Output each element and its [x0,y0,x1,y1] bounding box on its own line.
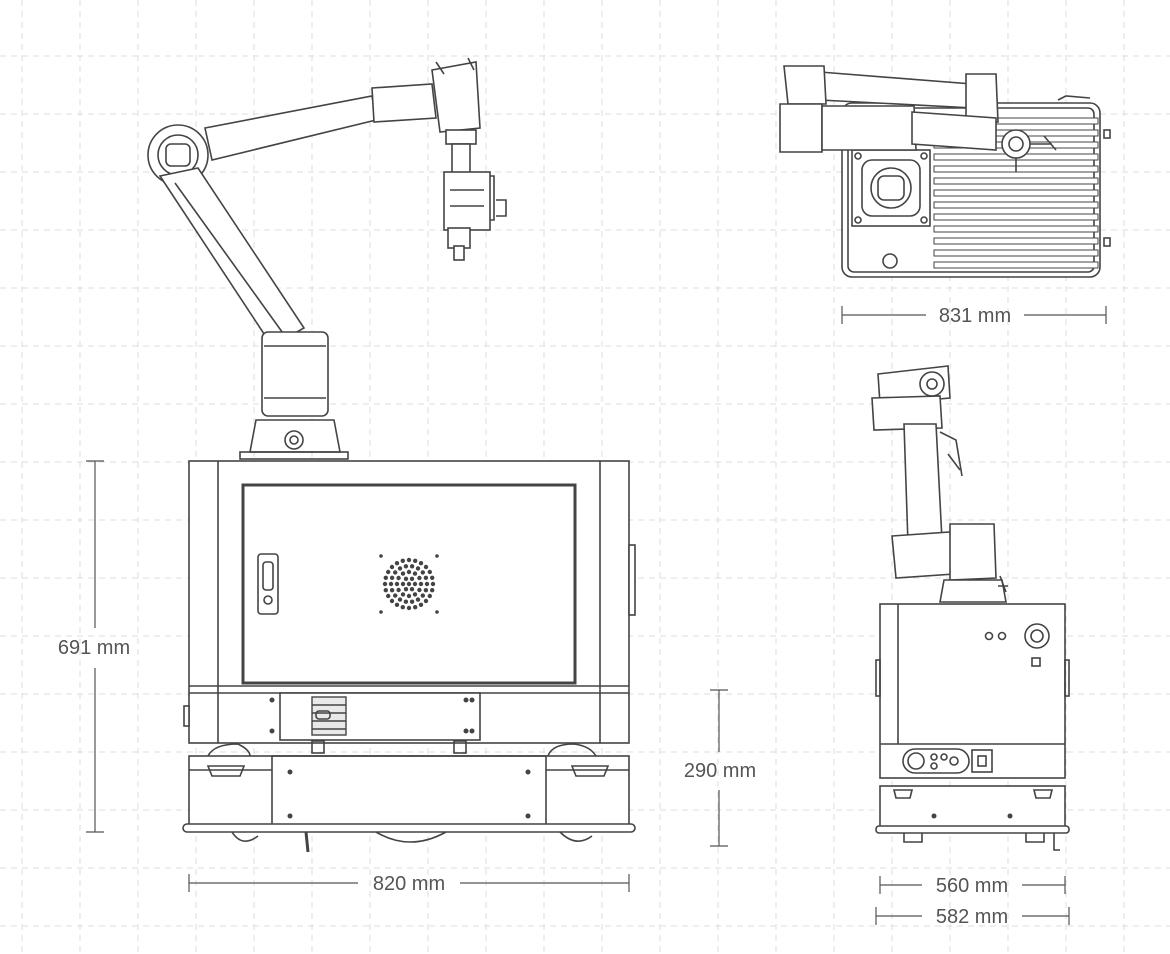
dim-label-691: 691 mm [58,637,130,659]
dim-height-691: 691 mm [58,460,130,833]
dim-width-560: 560 mm [879,875,1066,897]
dim-width-582: 582 mm [875,906,1070,928]
dim-label-290: 290 mm [684,760,756,782]
front-robot-arm [147,57,507,460]
dim-label-820: 820 mm [373,873,445,895]
dim-width-820: 820 mm [188,873,630,895]
dim-length-831: 831 mm [841,305,1107,327]
front-view: 691 mm 290 mm 820 mm [58,57,756,895]
dim-label-560: 560 mm [936,875,1008,897]
front-cabinet [183,460,636,754]
dim-chassis-290: 290 mm [684,689,756,847]
speaker-grille [379,554,439,614]
dim-label-582: 582 mm [936,906,1008,928]
side-view: 560 mm 582 mm [871,365,1070,928]
front-chassis [182,743,636,853]
dim-label-831: 831 mm [939,305,1011,327]
top-view: 831 mm [779,65,1111,327]
